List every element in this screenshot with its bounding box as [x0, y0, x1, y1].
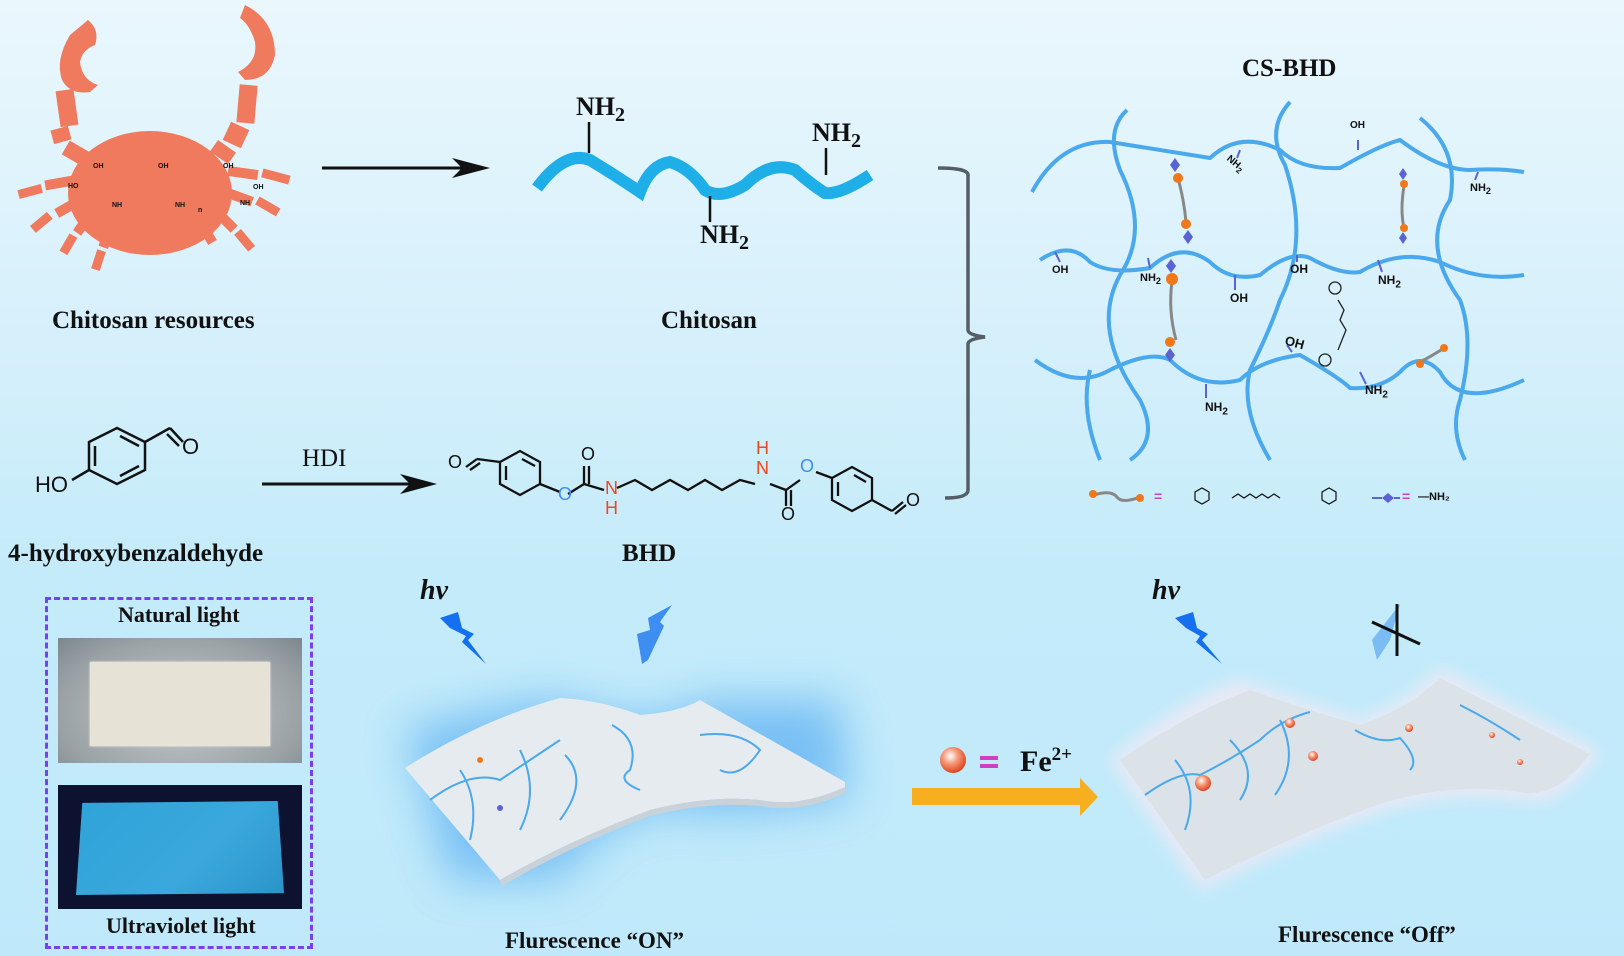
bhd-o-ester: O: [558, 484, 573, 504]
combine-bracket: [937, 166, 986, 500]
crosslinker-legend: [1089, 487, 1400, 505]
crab-chem-oh: OH: [223, 163, 234, 170]
blocked-emission-icon: [1371, 604, 1421, 660]
hydroxybenzaldehyde-structure: [71, 426, 184, 486]
bhd-n: N: [756, 458, 769, 478]
bhd-o: O: [581, 444, 596, 464]
crab-chem-ho: HO: [68, 183, 79, 190]
legend-nh2: —NH₂: [1418, 491, 1450, 503]
label-fe-ion: Fe2+: [1020, 744, 1072, 778]
label-cs-bhd: CS-BHD: [1242, 55, 1337, 82]
label-chitosan-resources: Chitosan resources: [52, 307, 255, 334]
crab-chem-nh2: NH: [240, 200, 251, 207]
network-oh: OH: [1350, 120, 1365, 131]
label-ultraviolet-light: Ultraviolet light: [106, 913, 256, 938]
hba-ho: HO: [35, 472, 68, 497]
arrow-hdi: [262, 474, 437, 494]
chitosan-nh2-label: NH2: [700, 220, 749, 255]
legend-equals: =: [1154, 488, 1163, 504]
chitosan-nh2-label: NH2: [576, 92, 625, 127]
cs-bhd-network: [1030, 100, 1525, 462]
film-fluorescence-on: [405, 698, 850, 886]
bhd-n: N: [605, 478, 618, 498]
lightning-bolt-icon-in: [440, 612, 486, 664]
bhd-h: H: [605, 498, 618, 518]
crab-chem-nh2: NH: [112, 202, 123, 209]
film-fluorescence-off: [1110, 668, 1600, 890]
arrow-to-chitosan: [322, 158, 490, 178]
arrow-fe-addition: [912, 778, 1098, 816]
network-nh2: NH2: [1140, 272, 1161, 287]
network-nh2: NH2: [1378, 273, 1401, 291]
lightning-bolt-icon-emission: [637, 605, 672, 664]
bhd-o: O: [906, 490, 921, 510]
label-fluorescence-on: Flurescence “ON”: [505, 928, 685, 953]
label-bhd: BHD: [622, 540, 677, 567]
network-oh: OH: [1052, 264, 1069, 276]
crab-chem-n: n: [198, 207, 203, 214]
bhd-structure: [465, 449, 907, 515]
chitosan-chain: [532, 122, 874, 222]
photo-natural-light: [58, 638, 302, 763]
bhd-o-ester: O: [800, 456, 815, 476]
network-oh: OH: [1290, 262, 1308, 276]
label-chitosan: Chitosan: [661, 307, 757, 334]
label-hydroxybenzaldehyde: 4-hydroxybenzaldehyde: [8, 540, 264, 567]
legend-equals: =: [1402, 488, 1411, 504]
network-nh2: NH2: [1205, 400, 1228, 418]
crab-chem-oh: OH: [93, 163, 104, 170]
label-hv-off: hv: [1152, 575, 1180, 606]
fe-ion-ball-icon: [940, 747, 966, 773]
label-hdi: HDI: [302, 445, 347, 472]
crab-illustration: [17, 5, 291, 272]
label-hv-on: hv: [420, 575, 448, 606]
label-natural-light: Natural light: [118, 602, 240, 627]
crab-chem-oh: OH: [158, 163, 169, 170]
network-oh: OH: [1230, 291, 1248, 305]
photo-ultraviolet-light: [58, 785, 302, 909]
crab-chem-oh: OH: [253, 184, 264, 191]
photo-panel: Natural light Ultraviolet light: [45, 597, 313, 949]
equals-sign-icon: [980, 756, 998, 768]
bhd-o: O: [448, 452, 463, 472]
hba-o: O: [182, 434, 200, 459]
lightning-bolt-icon-in-off: [1175, 612, 1222, 664]
label-fluorescence-off: Flurescence “Off”: [1278, 922, 1456, 947]
crab-chem-nh2: NH: [175, 202, 186, 209]
bhd-h: H: [756, 438, 769, 458]
bhd-o: O: [781, 504, 796, 524]
network-crosslinks: [1054, 140, 1479, 398]
network-nh2: NH2: [1470, 182, 1491, 197]
network-nh2: NH2: [1365, 383, 1388, 401]
chitosan-nh2-label: NH2: [812, 118, 861, 153]
